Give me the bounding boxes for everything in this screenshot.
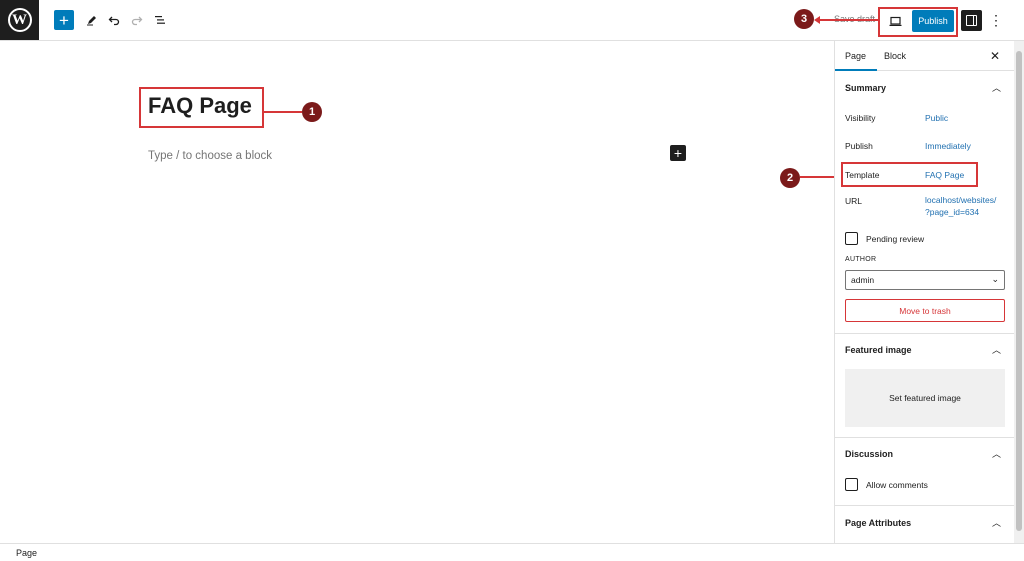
tab-page[interactable]: Page	[845, 51, 867, 61]
featured-image-panel-heading[interactable]: Featured image	[845, 345, 912, 355]
options-menu-button[interactable]: ⋮	[989, 11, 1003, 28]
visibility-label: Visibility	[845, 113, 876, 123]
sidebar-tabs: Page Block ✕	[835, 41, 1014, 71]
annotation-box-publish	[878, 7, 958, 37]
plus-icon: +	[673, 145, 683, 161]
sidebar-scrollbar[interactable]	[1014, 41, 1024, 543]
inline-inserter-button[interactable]: +	[670, 145, 686, 161]
annotation-marker-2: 2	[780, 168, 800, 188]
template-label: Template	[845, 170, 880, 180]
panel-divider	[835, 505, 1014, 506]
sidebar-icon	[966, 15, 977, 26]
visibility-value[interactable]: Public	[925, 113, 949, 123]
author-select[interactable]: admin ⌄	[845, 270, 1005, 290]
annotation-arrow-3	[818, 19, 878, 21]
author-select-value: admin	[851, 275, 875, 285]
tools-button[interactable]	[82, 10, 102, 30]
annotation-box-title	[139, 87, 264, 128]
editor-header: W + Save draft Publish ⋮ 3	[0, 0, 1024, 41]
editor-canvas[interactable]: FAQ Page 1 Type / to choose a block + 2	[0, 41, 834, 543]
block-inserter-button[interactable]: +	[54, 10, 74, 30]
list-view-icon	[155, 16, 165, 24]
panel-divider	[835, 437, 1014, 438]
chevron-up-icon[interactable]: ︿	[992, 345, 1002, 355]
url-value-line2[interactable]: ?page_id=634	[925, 207, 980, 217]
discussion-panel-heading[interactable]: Discussion	[845, 449, 894, 459]
annotation-box-template	[841, 162, 978, 187]
annotation-arrowhead-3	[814, 16, 820, 24]
undo-button[interactable]	[104, 10, 124, 30]
settings-toggle-button[interactable]	[961, 10, 982, 31]
preview-button[interactable]	[884, 11, 906, 31]
scrollbar-thumb[interactable]	[1016, 51, 1022, 531]
chevron-down-icon: ⌄	[991, 274, 999, 284]
tab-block[interactable]: Block	[884, 51, 907, 61]
page-attributes-panel-heading[interactable]: Page Attributes	[845, 518, 912, 528]
close-icon[interactable]: ✕	[990, 49, 1001, 63]
move-to-trash-button[interactable]: Move to trash	[845, 299, 1005, 322]
pending-review-label: Pending review	[866, 234, 925, 244]
undo-icon	[108, 16, 120, 26]
plus-icon: +	[59, 10, 69, 30]
breadcrumb[interactable]: Page	[16, 548, 38, 558]
editor-footer: Page	[0, 543, 1024, 561]
annotation-arrow-1	[264, 111, 302, 113]
chevron-up-icon[interactable]: ︿	[992, 518, 1002, 528]
annotation-arrow-2	[800, 176, 834, 178]
pending-review-checkbox[interactable]	[845, 232, 858, 245]
wordpress-logo[interactable]: W	[0, 0, 39, 40]
block-placeholder[interactable]: Type / to choose a block	[148, 150, 273, 162]
url-label: URL	[845, 196, 863, 206]
annotation-marker-3: 3	[794, 9, 814, 29]
set-featured-image-button[interactable]: Set featured image	[845, 369, 1005, 427]
annotation-marker-1: 1	[302, 102, 322, 122]
pen-icon	[87, 16, 96, 26]
template-value[interactable]: FAQ Page	[925, 170, 965, 180]
list-view-button[interactable]	[150, 10, 170, 30]
author-label: AUTHOR	[845, 256, 877, 263]
redo-button[interactable]	[127, 10, 147, 30]
wordpress-logo-icon: W	[7, 8, 32, 32]
redo-icon	[131, 16, 143, 26]
panel-divider	[835, 333, 1014, 334]
settings-sidebar: Page Block ✕ Summary ︿ Visibility Public…	[834, 41, 1014, 543]
chevron-up-icon[interactable]: ︿	[992, 83, 1002, 93]
allow-comments-checkbox[interactable]	[845, 478, 858, 491]
summary-panel-heading[interactable]: Summary	[845, 83, 887, 93]
publish-label: Publish	[845, 141, 873, 151]
chevron-up-icon[interactable]: ︿	[992, 449, 1002, 459]
publish-value[interactable]: Immediately	[925, 141, 971, 151]
active-tab-indicator	[835, 69, 877, 71]
url-value-line1[interactable]: localhost/websites/	[925, 195, 997, 205]
page-title[interactable]: FAQ Page	[148, 93, 252, 118]
publish-button[interactable]: Publish	[912, 10, 954, 32]
laptop-icon	[889, 16, 901, 26]
allow-comments-label: Allow comments	[866, 480, 928, 490]
